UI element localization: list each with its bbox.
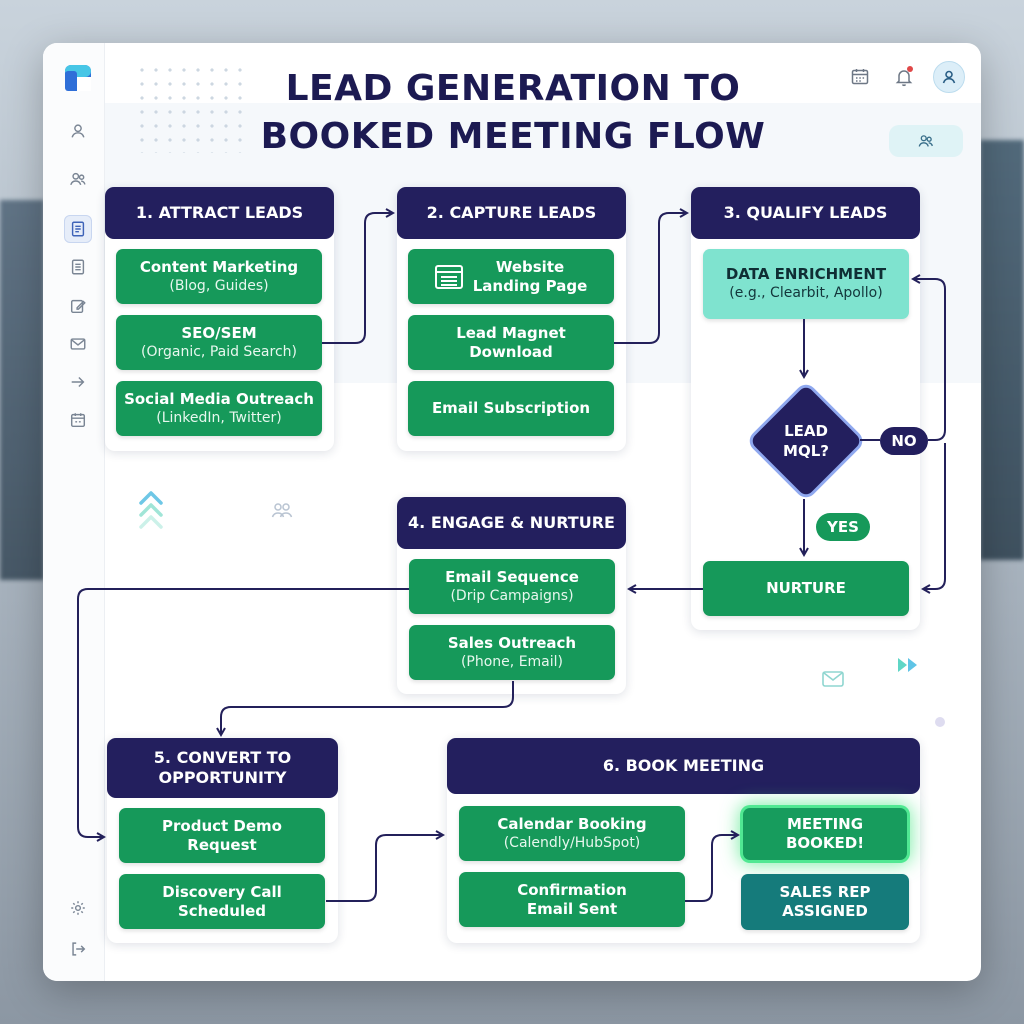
users-decor-icon — [271, 503, 293, 518]
convert-item-discovery-call[interactable]: Discovery Call Scheduled — [119, 874, 325, 929]
background-right-monitor — [980, 140, 1024, 560]
team-icon — [918, 135, 933, 147]
fast-forward-icon — [898, 658, 917, 672]
stage-engage-card: 4. ENGAGE & NURTURE Email Sequence (Drip… — [397, 497, 626, 694]
arrow-right-icon[interactable] — [64, 368, 92, 396]
dot-pattern-decoration — [135, 63, 245, 153]
connector-convert-to-book — [326, 835, 443, 902]
notification-dot — [907, 66, 913, 72]
calendar-icon[interactable] — [64, 406, 92, 434]
stage-capture-header: 2. CAPTURE LEADS — [397, 187, 626, 239]
avatar-user-icon[interactable] — [933, 61, 965, 93]
dot-decoration — [935, 717, 945, 727]
capture-item-lead-magnet[interactable]: Lead Magnet Download — [408, 315, 614, 370]
stage-attract-card: 1. ATTRACT LEADS Content Marketing (Blog… — [105, 187, 334, 451]
connector-no-loop-to-nurture — [923, 443, 946, 589]
document-icon[interactable] — [64, 215, 92, 243]
app-logo-icon[interactable] — [65, 65, 91, 91]
webpage-icon — [434, 264, 463, 289]
stage-book-card: 6. BOOK MEETING Calendar Booking (Calend… — [447, 738, 920, 943]
book-meeting-booked[interactable]: MEETING BOOKED! — [743, 808, 907, 860]
edit-icon[interactable] — [64, 292, 92, 320]
decision-lead-mql[interactable]: LEAD MQL? — [748, 383, 864, 499]
chevrons-up-icon — [139, 491, 163, 529]
decision-no-label: NO — [880, 427, 928, 455]
decision-label: LEAD MQL? — [783, 422, 829, 460]
stage-convert-header: 5. CONVERT TO OPPORTUNITY — [107, 738, 338, 798]
mail-icon[interactable] — [64, 330, 92, 358]
attract-item-seo-sem[interactable]: SEO/SEM (Organic, Paid Search) — [116, 315, 322, 370]
bell-icon[interactable] — [889, 62, 919, 92]
qualify-nurture[interactable]: NURTURE — [703, 561, 909, 616]
book-item-calendar-booking[interactable]: Calendar Booking (Calendly/HubSpot) — [459, 806, 685, 861]
settings-icon[interactable] — [64, 894, 92, 922]
attract-item-social-media[interactable]: Social Media Outreach (LinkedIn, Twitter… — [116, 381, 322, 436]
calendar-icon[interactable] — [845, 62, 875, 92]
engage-item-sales-outreach[interactable]: Sales Outreach (Phone, Email) — [409, 625, 615, 680]
qualify-data-enrichment[interactable]: DATA ENRICHMENT (e.g., Clearbit, Apollo) — [703, 249, 909, 319]
stage-qualify-header: 3. QUALIFY LEADS — [691, 187, 920, 239]
engage-item-email-sequence[interactable]: Email Sequence (Drip Campaigns) — [409, 559, 615, 614]
stage-book-header: 6. BOOK MEETING — [447, 738, 920, 794]
user-icon[interactable] — [64, 117, 92, 145]
title-line-2: BOOKED MEETING FLOW — [260, 116, 766, 157]
capture-item-email-subscription[interactable]: Email Subscription — [408, 381, 614, 436]
capture-item-landing-page[interactable]: Website Landing Page — [408, 249, 614, 304]
stage-attract-header: 1. ATTRACT LEADS — [105, 187, 334, 239]
sidebar — [43, 43, 105, 981]
convert-item-product-demo[interactable]: Product Demo Request — [119, 808, 325, 863]
book-sales-rep-assigned[interactable]: SALES REP ASSIGNED — [741, 874, 909, 930]
team-chip[interactable] — [889, 125, 963, 157]
stage-engage-header: 4. ENGAGE & NURTURE — [397, 497, 626, 549]
users-icon[interactable] — [64, 165, 92, 193]
background-left-monitor — [0, 200, 44, 580]
title-line-1: LEAD GENERATION TO — [285, 68, 741, 109]
attract-item-content-marketing[interactable]: Content Marketing (Blog, Guides) — [116, 249, 322, 304]
app-window: LEAD GENERATION TO BOOKED MEETING FLOW — [43, 43, 981, 981]
book-item-confirmation-email[interactable]: Confirmation Email Sent — [459, 872, 685, 927]
mail-decor-icon — [822, 671, 844, 687]
logout-icon[interactable] — [64, 935, 92, 963]
page-title: LEAD GENERATION TO BOOKED MEETING FLOW — [163, 65, 863, 161]
list-icon[interactable] — [64, 253, 92, 281]
stage-capture-card: 2. CAPTURE LEADS Website Landing Page Le… — [397, 187, 626, 451]
decision-yes-label: YES — [816, 513, 870, 541]
top-toolbar — [845, 61, 965, 93]
stage-convert-card: 5. CONVERT TO OPPORTUNITY Product Demo R… — [107, 738, 338, 943]
